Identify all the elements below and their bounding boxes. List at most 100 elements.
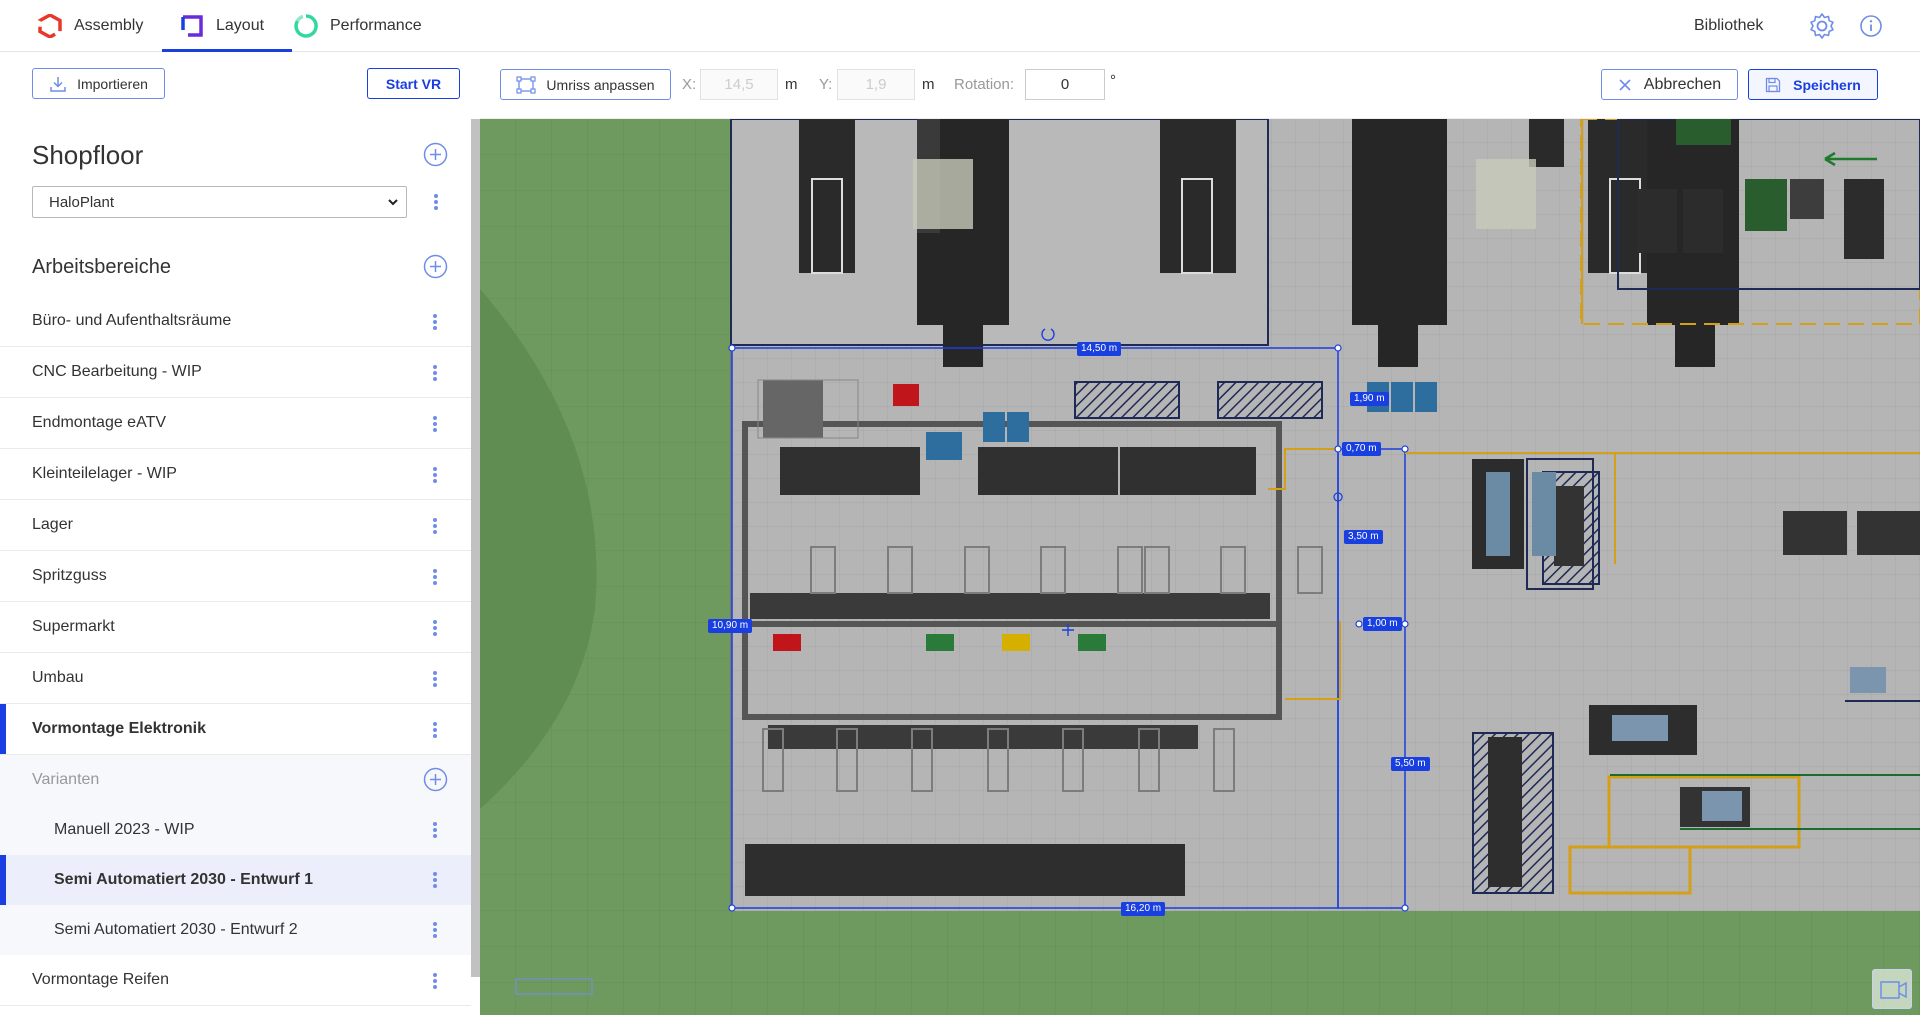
dimension-top: 14,50 m xyxy=(1077,342,1122,356)
variant-item[interactable]: Manuell 2023 - WIP xyxy=(0,805,471,855)
area-item-menu-kebab-icon[interactable] xyxy=(433,671,437,687)
grass-area-bottom xyxy=(480,911,1920,1015)
area-item-menu-kebab-icon[interactable] xyxy=(433,467,437,483)
area-item[interactable]: Supermarkt xyxy=(0,602,471,653)
resize-handles[interactable] xyxy=(728,344,1409,912)
area-item[interactable]: Endmontage eATV xyxy=(0,398,471,449)
station-stands xyxy=(762,546,1323,792)
camera-view-button[interactable] xyxy=(1872,969,1912,1009)
chevron-down-icon xyxy=(388,199,398,206)
layout-toolbar: Umriss anpassen X: 14,5 m Y: 1,9 m Rotat… xyxy=(480,52,1920,119)
sidebar: Importieren Start VR Shopfloor HaloPlant… xyxy=(0,52,480,1015)
area-item-label: Kleinteilelager - WIP xyxy=(32,465,177,482)
y-unit: m xyxy=(922,76,935,93)
adjust-outline-button[interactable]: Umriss anpassen xyxy=(500,69,671,100)
info-icon[interactable] xyxy=(1859,14,1883,38)
add-variant-plus-icon[interactable] xyxy=(423,767,448,792)
shopfloor-title: Shopfloor xyxy=(32,140,144,170)
layout-canvas[interactable]: 14,50 m 10,90 m 16,20 m 1,90 m 0,70 m 3,… xyxy=(480,119,1920,1015)
tab-performance[interactable]: Performance xyxy=(292,0,422,52)
save-label: Speichern xyxy=(1793,76,1861,93)
dimension-right-bottom: 5,50 m xyxy=(1391,757,1430,771)
area-item-menu-kebab-icon[interactable] xyxy=(433,922,437,938)
move-handle-icon[interactable] xyxy=(1062,624,1074,636)
save-disk-icon xyxy=(1765,77,1781,92)
area-item-label: Vormontage Elektronik xyxy=(32,720,206,737)
area-item-label: Umbau xyxy=(32,669,84,686)
add-area-plus-icon[interactable] xyxy=(423,254,448,279)
tab-assembly[interactable]: Assembly xyxy=(38,0,143,52)
gear-icon[interactable] xyxy=(1808,12,1836,40)
rotation-input[interactable]: 0 xyxy=(1025,69,1105,100)
variants-header: Varianten xyxy=(0,755,471,805)
area-item[interactable]: Kleinteilelager - WIP xyxy=(0,449,471,500)
assembly-logo-icon xyxy=(38,14,62,38)
area-item[interactable]: Umbau xyxy=(0,653,471,704)
area-item[interactable]: Vormontage Elektronik xyxy=(0,704,471,755)
rotate-handle-icon[interactable] xyxy=(1041,328,1055,341)
area-item[interactable]: Vormontage Reifen xyxy=(0,955,471,1006)
performance-ring-icon xyxy=(294,14,318,38)
layout-square-icon xyxy=(181,15,203,37)
y-label: Y: xyxy=(819,76,833,93)
x-unit: m xyxy=(785,76,798,93)
area-item-label: Supermarkt xyxy=(32,618,115,635)
tab-label: Performance xyxy=(330,17,422,34)
tab-layout[interactable]: Layout xyxy=(162,0,292,52)
area-item-label: CNC Bearbeitung - WIP xyxy=(32,363,202,380)
close-icon xyxy=(1619,78,1631,91)
area-item[interactable]: Spritzguss xyxy=(0,551,471,602)
x-position-input[interactable]: 14,5 xyxy=(700,69,778,100)
minimap-frame[interactable] xyxy=(515,978,593,995)
area-item-label: Lager xyxy=(32,516,73,533)
save-button[interactable]: Speichern xyxy=(1748,69,1878,100)
area-item-menu-kebab-icon[interactable] xyxy=(433,973,437,989)
add-shopfloor-plus-icon[interactable] xyxy=(423,142,448,167)
area-item-menu-kebab-icon[interactable] xyxy=(433,722,437,738)
import-button[interactable]: Importieren xyxy=(32,68,165,99)
rotation-unit: ° xyxy=(1110,72,1116,89)
y-position-input[interactable]: 1,9 xyxy=(837,69,915,100)
sidebar-scrollbar[interactable] xyxy=(471,119,480,977)
area-item-label: Spritzguss xyxy=(32,567,107,584)
area-item-menu-kebab-icon[interactable] xyxy=(433,416,437,432)
areas-title: Arbeitsbereiche xyxy=(32,256,171,278)
area-item[interactable]: Büro- und Aufenthaltsräume xyxy=(0,296,471,347)
top-navigation: Assembly Layout Performance Bibliothek xyxy=(0,0,1920,52)
shopfloor-scene[interactable] xyxy=(480,119,1920,1015)
pin-icon xyxy=(1333,492,1343,507)
area-item-menu-kebab-icon[interactable] xyxy=(433,518,437,534)
plant-select-value: HaloPlant xyxy=(49,193,115,211)
workstation-rows xyxy=(745,379,1270,896)
variant-item[interactable]: Semi Automatiert 2030 - Entwurf 2 xyxy=(0,905,471,955)
area-item-menu-kebab-icon[interactable] xyxy=(433,822,437,838)
colored-bins xyxy=(773,384,1106,651)
library-link[interactable]: Bibliothek xyxy=(1694,17,1764,34)
area-item-label: Endmontage eATV xyxy=(32,414,167,431)
right-side-machines xyxy=(1472,458,1920,895)
variant-item[interactable]: Semi Automatiert 2030 - Entwurf 1 xyxy=(0,855,471,905)
import-label: Importieren xyxy=(77,75,148,92)
area-item-menu-kebab-icon[interactable] xyxy=(433,365,437,381)
plant-menu-kebab-icon[interactable] xyxy=(434,194,438,210)
area-item-menu-kebab-icon[interactable] xyxy=(433,872,437,888)
cancel-label: Abbrechen xyxy=(1643,75,1722,93)
area-item-label: Semi Automatiert 2030 - Entwurf 2 xyxy=(54,921,298,938)
plant-select[interactable]: HaloPlant xyxy=(32,186,407,218)
area-item-menu-kebab-icon[interactable] xyxy=(433,314,437,330)
dimension-left: 10,90 m xyxy=(708,619,753,633)
area-item-menu-kebab-icon[interactable] xyxy=(433,620,437,636)
rotation-label: Rotation: xyxy=(954,76,1015,93)
area-item-label: Büro- und Aufenthaltsräume xyxy=(32,312,232,329)
start-vr-button[interactable]: Start VR xyxy=(367,68,460,99)
hatched-racks xyxy=(1074,381,1600,894)
cancel-button[interactable]: Abbrechen xyxy=(1601,69,1738,100)
variants-title: Varianten xyxy=(32,771,100,788)
dimension-bottom: 16,20 m xyxy=(1121,902,1166,916)
area-item[interactable]: Lager xyxy=(0,500,471,551)
area-item-label: Manuell 2023 - WIP xyxy=(54,821,195,838)
dimension-right-mid: 3,50 m xyxy=(1344,530,1383,544)
area-item-menu-kebab-icon[interactable] xyxy=(433,569,437,585)
area-item-label: Vormontage Reifen xyxy=(32,971,169,988)
area-item[interactable]: CNC Bearbeitung - WIP xyxy=(0,347,471,398)
